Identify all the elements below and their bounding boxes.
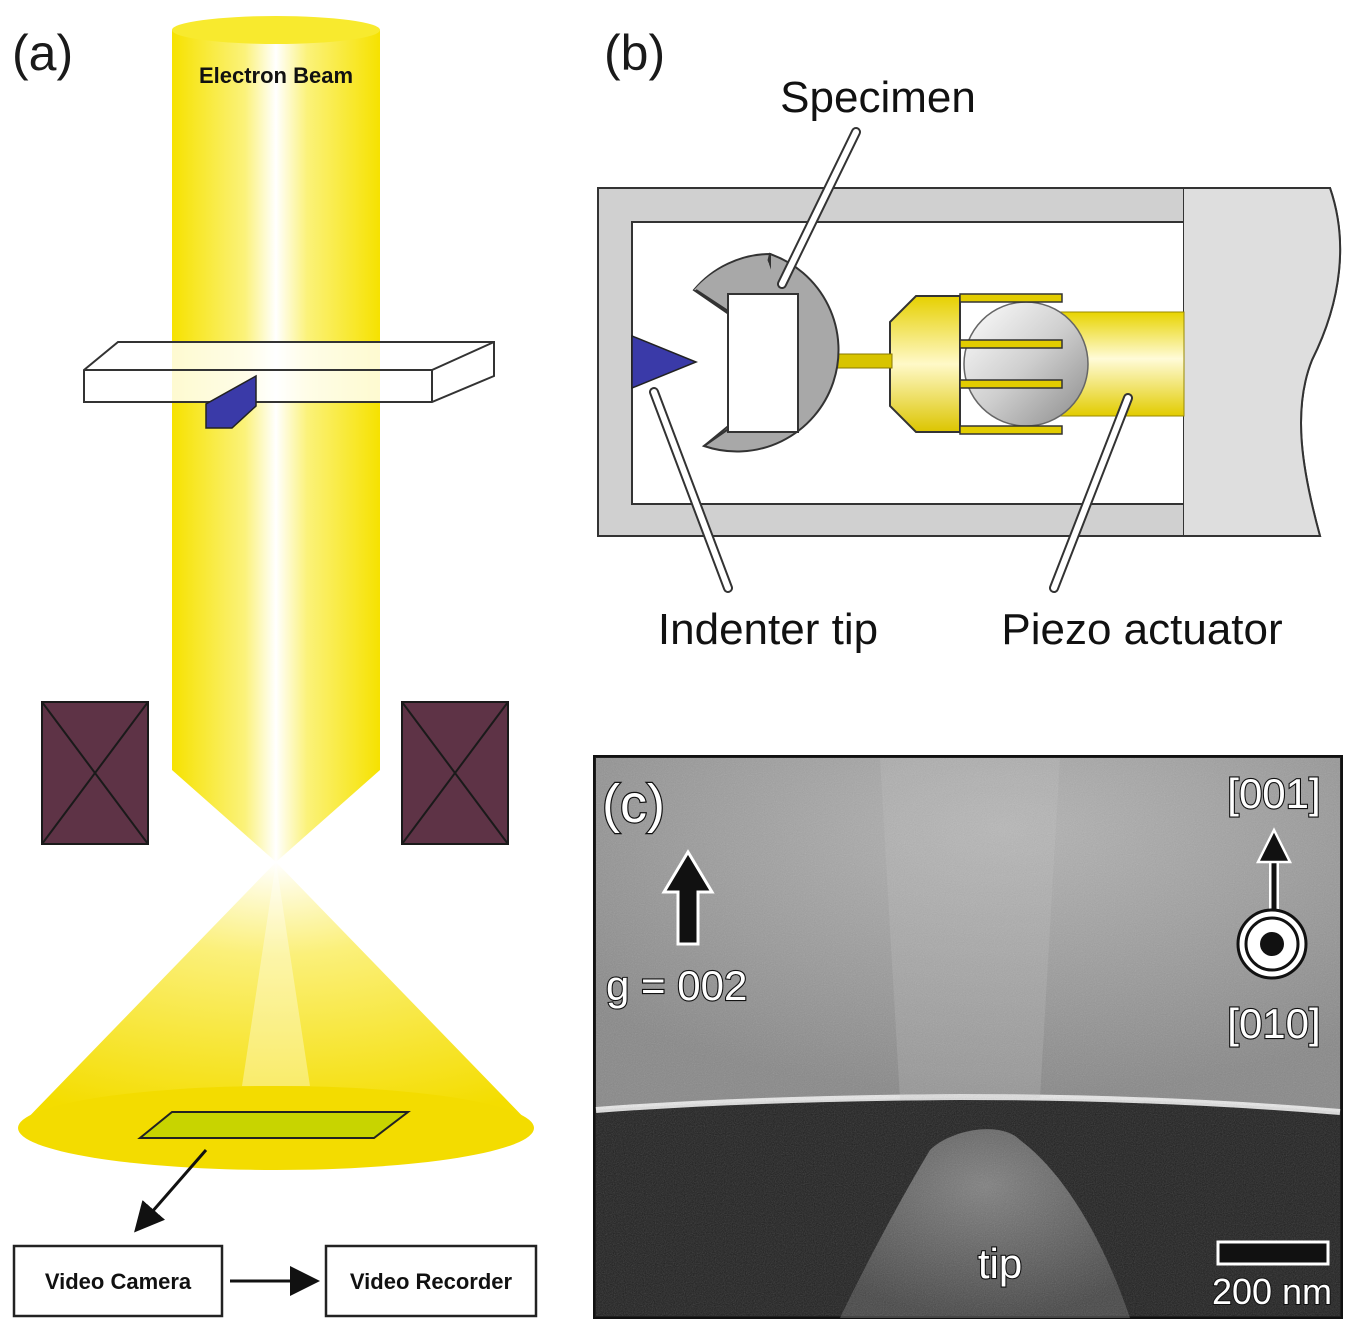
arrow-up-icon bbox=[1255, 827, 1293, 916]
panel-a-letter: (a) bbox=[12, 25, 73, 81]
panel-c: (c) g = 002 [001] [010] tip 200 nm bbox=[593, 755, 1343, 1319]
g-vector-label: g = 002 bbox=[606, 962, 747, 1009]
video-camera-label: Video Camera bbox=[45, 1269, 192, 1294]
specimen-mount bbox=[692, 252, 840, 453]
scale-bar bbox=[1216, 1240, 1330, 1266]
panel-b: (b) bbox=[597, 25, 1342, 654]
video-recorder-label: Video Recorder bbox=[350, 1269, 513, 1294]
lens-coil-left bbox=[41, 701, 149, 845]
viewing-screen bbox=[137, 1111, 411, 1139]
tip-label: tip bbox=[978, 1240, 1022, 1287]
lens-coil-right bbox=[401, 701, 509, 845]
arrow-up-icon bbox=[661, 849, 715, 946]
direction-001-label: [001] bbox=[1227, 770, 1320, 817]
screen-to-camera-arrow bbox=[134, 1149, 208, 1233]
electron-beam-label: Electron Beam bbox=[199, 63, 353, 88]
electron-beam: Electron Beam bbox=[172, 16, 380, 862]
indenter-tip-label: Indenter tip bbox=[658, 605, 878, 654]
panel-a: (a) Electron Beam bbox=[12, 16, 538, 1318]
video-recorder-box: Video Recorder bbox=[324, 1244, 538, 1318]
panel-c-letter: (c) bbox=[602, 774, 665, 834]
indenter-wedge bbox=[205, 374, 257, 429]
panel-b-letter: (b) bbox=[604, 25, 665, 81]
specimen-bar bbox=[83, 341, 495, 403]
specimen-label: Specimen bbox=[780, 73, 976, 122]
piezo-actuator-label: Piezo actuator bbox=[1001, 605, 1282, 654]
beam-cone bbox=[18, 862, 534, 1170]
scale-bar-label: 200 nm bbox=[1212, 1271, 1332, 1312]
direction-010-label: [010] bbox=[1227, 1000, 1320, 1047]
indenter-tip bbox=[631, 334, 698, 390]
circle-dot-icon bbox=[1236, 908, 1308, 980]
video-camera-box: Video Camera bbox=[12, 1244, 224, 1318]
piezo-actuator bbox=[825, 293, 1185, 435]
